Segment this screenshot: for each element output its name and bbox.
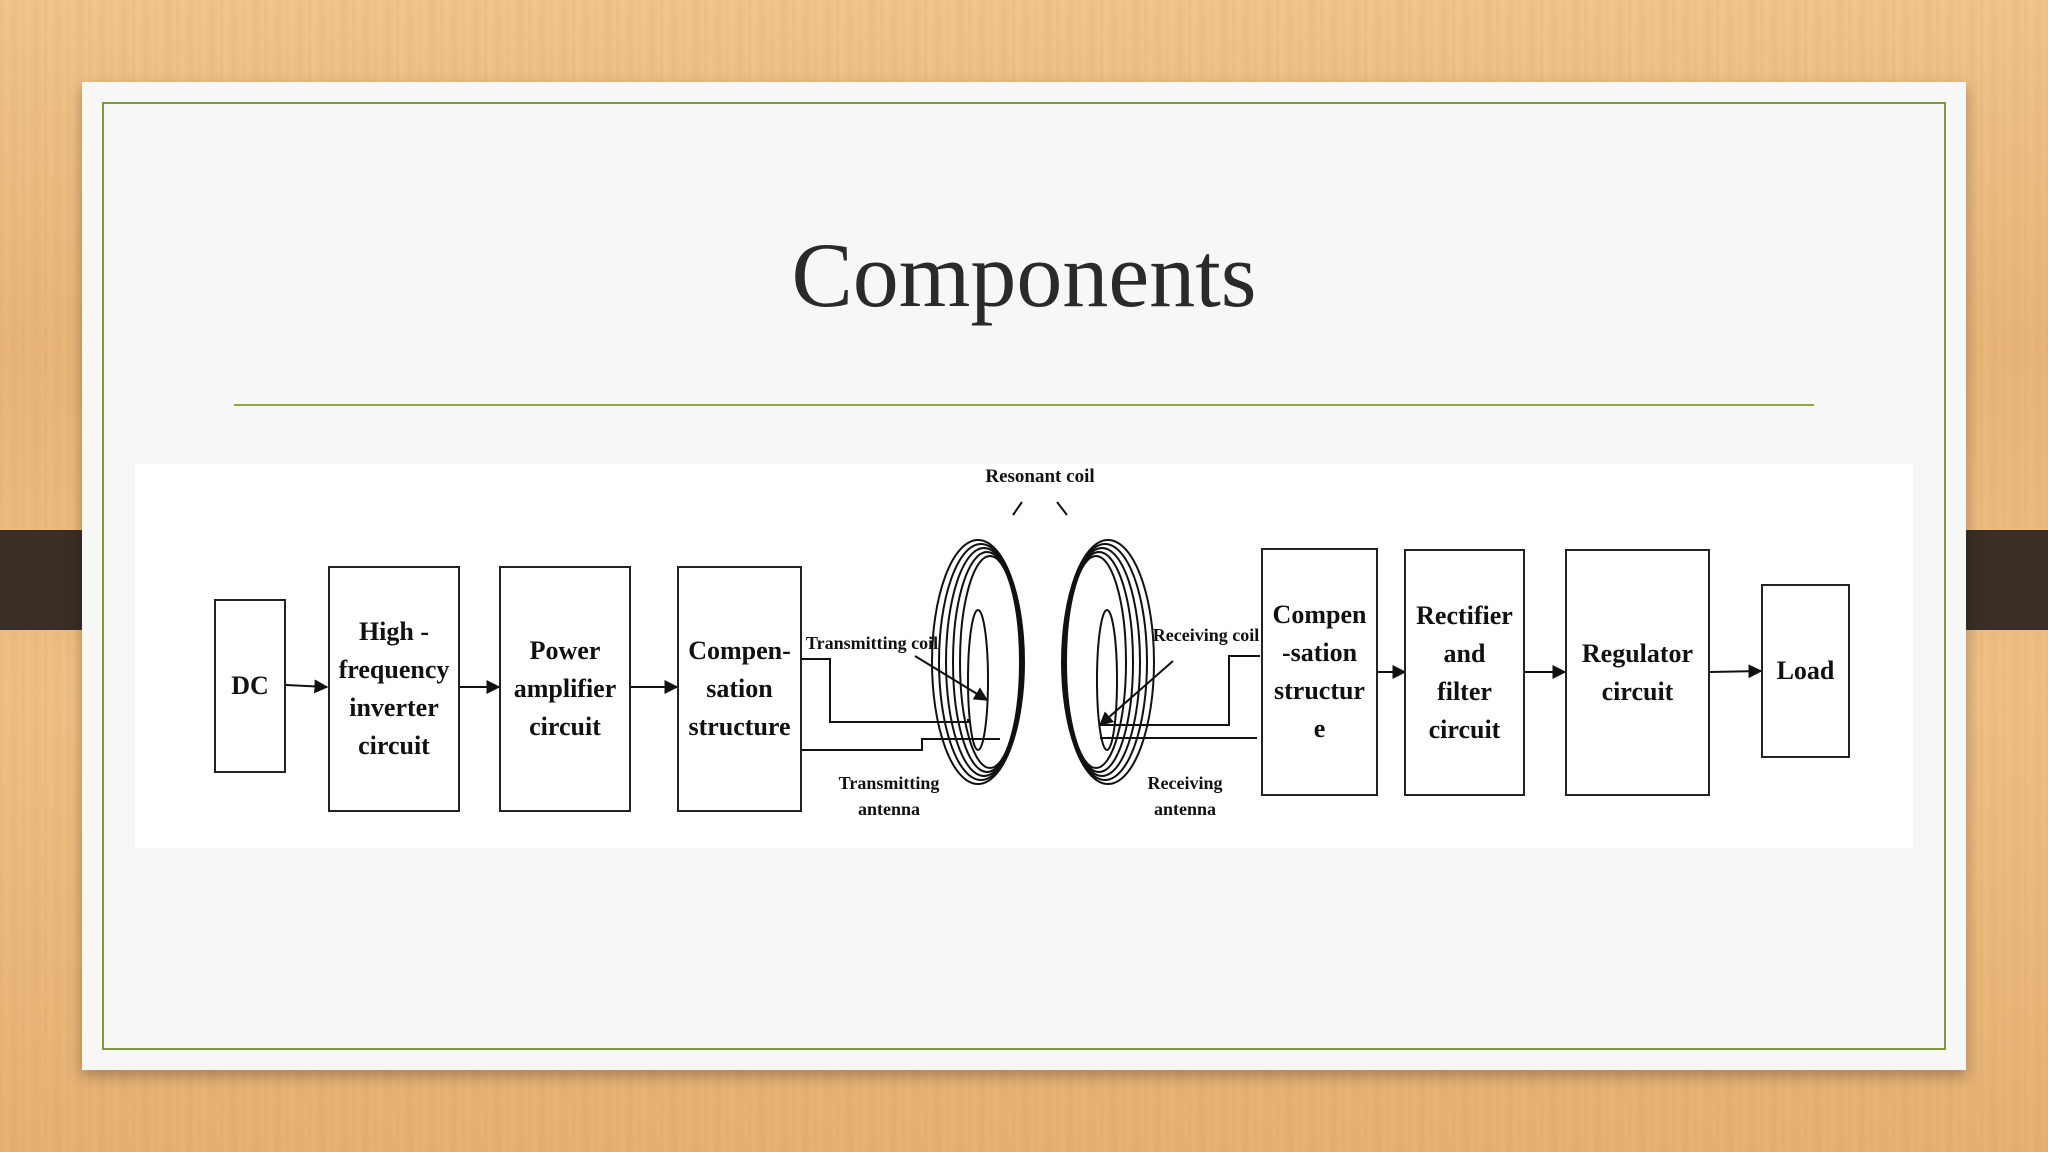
- block-compensation-tx-label: Compen- sation structure: [688, 636, 791, 741]
- resonant-pointer-left: [1012, 501, 1023, 516]
- block-power-amplifier: Power amplifier circuit: [499, 566, 631, 812]
- block-compensation-tx: Compen- sation structure: [677, 566, 802, 812]
- label-transmitting-coil: Transmitting coil: [805, 633, 939, 653]
- block-power-amplifier-label: Power amplifier circuit: [513, 636, 617, 741]
- resonant-pointer-right: [1056, 501, 1068, 516]
- block-load-label: Load: [1776, 656, 1835, 685]
- receiving-coil-windings: [1061, 539, 1155, 785]
- block-regulator: Regulator circuit: [1565, 549, 1710, 796]
- block-inverter-label: High - frequency inverter circuit: [338, 617, 450, 760]
- rx-coil-pointer: [1098, 660, 1174, 726]
- label-receiving-antenna: Receiving antenna: [1147, 773, 1223, 819]
- block-diagram: DC High - frequency inverter circuit Pow…: [135, 464, 1913, 848]
- arrow-regulator-load: [1709, 664, 1763, 679]
- block-dc-label: DC: [231, 671, 269, 700]
- label-transmitting-antenna: Transmitting antenna: [838, 773, 940, 819]
- block-regulator-label: Regulator circuit: [1581, 638, 1694, 706]
- title-divider: [234, 404, 1814, 406]
- block-compensation-rx: Compen -sation structur e: [1261, 548, 1378, 796]
- rx-coil-lead: [1100, 655, 1260, 726]
- block-rectifier: Rectifier and filter circuit: [1404, 549, 1525, 796]
- label-resonant-coil: Resonant coil: [985, 466, 1095, 487]
- block-compensation-rx-label: Compen -sation structur e: [1272, 600, 1367, 743]
- slide-title: Components: [791, 224, 1257, 326]
- diagram-connectors: [285, 501, 1763, 785]
- block-rectifier-label: Rectifier and filter circuit: [1416, 600, 1513, 744]
- label-receiving-coil: Receiving coil: [1152, 625, 1260, 645]
- block-dc: DC: [214, 599, 286, 773]
- tx-coil-lead: [802, 658, 969, 723]
- slide-frame: [102, 102, 1946, 1050]
- block-load: Load: [1761, 584, 1850, 758]
- tx-coil-pointer: [914, 655, 989, 701]
- block-inverter: High - frequency inverter circuit: [328, 566, 460, 812]
- transmitting-coil-windings: [931, 539, 1025, 785]
- tx-antenna-lead: [802, 738, 1000, 751]
- arrow-dc-inverter: [285, 679, 329, 694]
